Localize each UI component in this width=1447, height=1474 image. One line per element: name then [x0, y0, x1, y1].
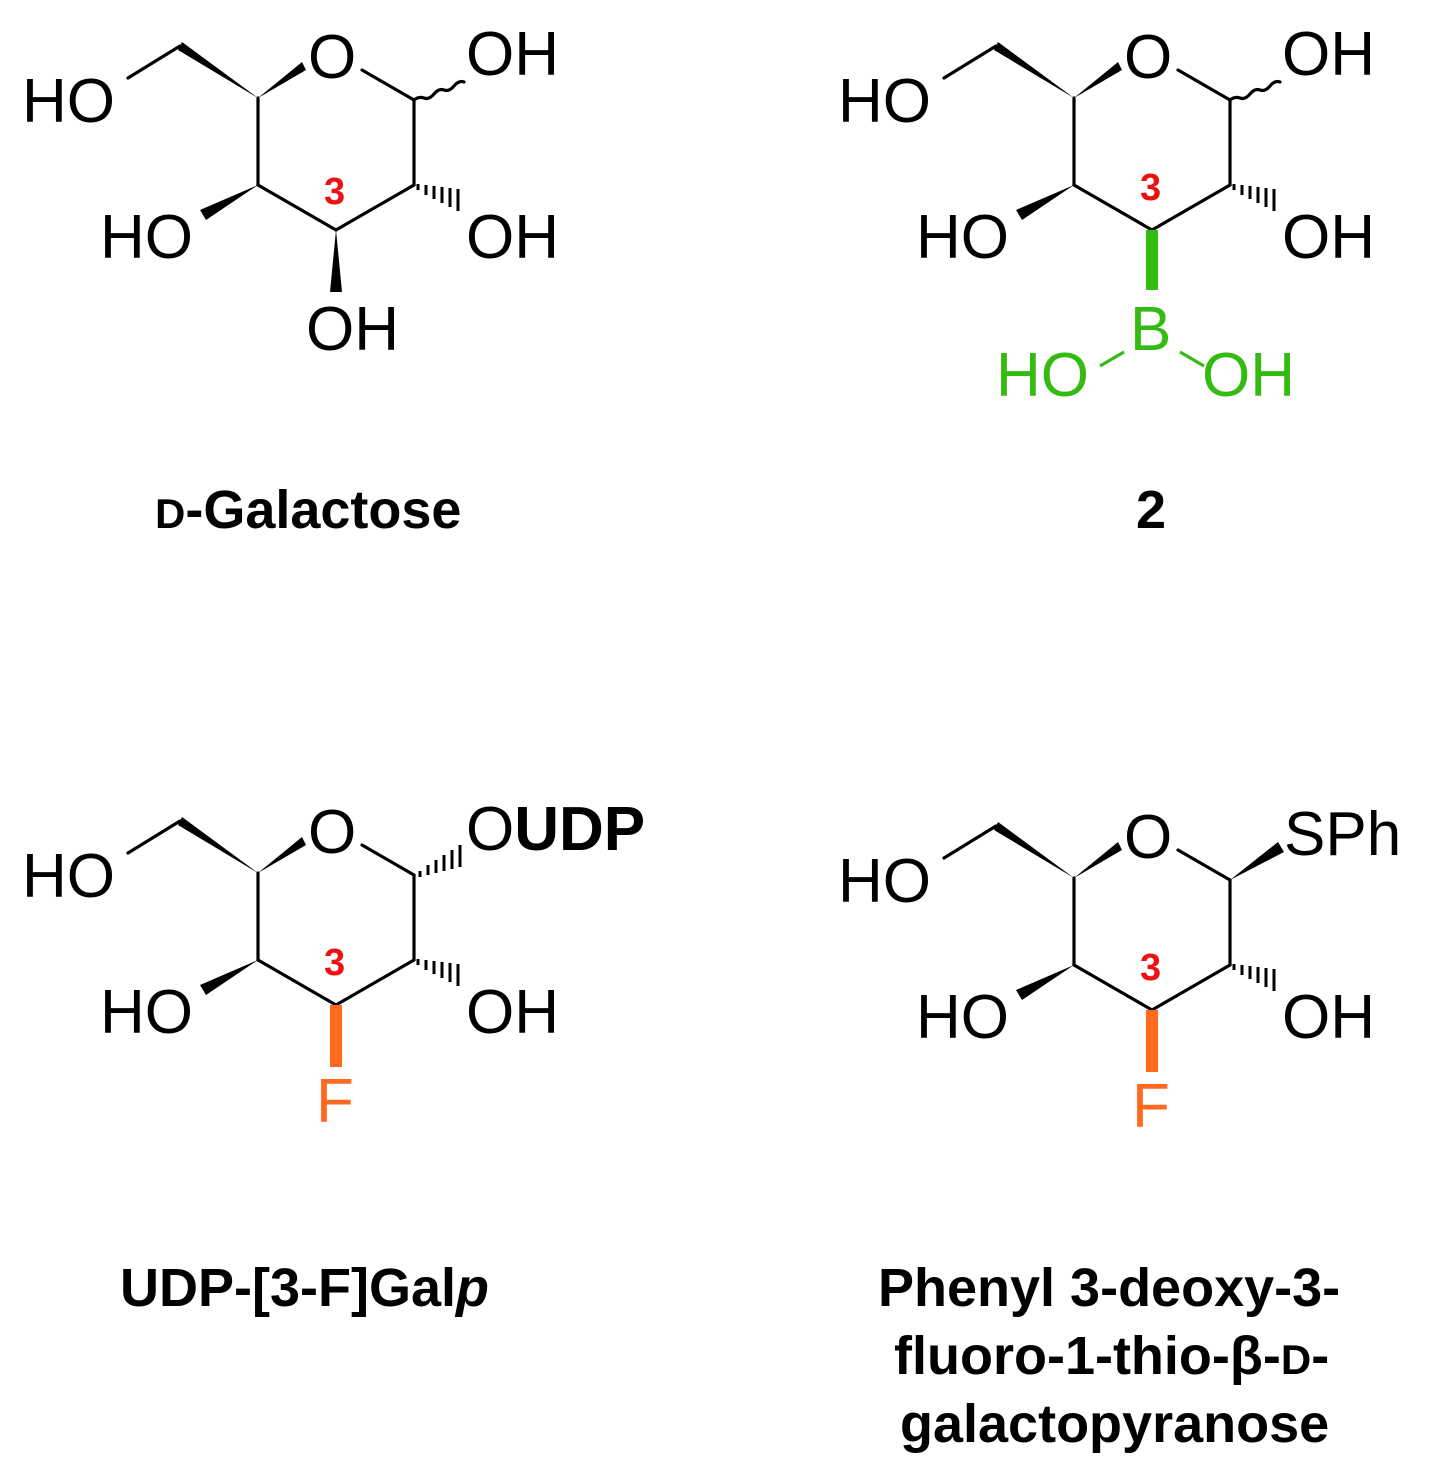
caption-line-2-end: -	[1311, 1326, 1329, 1386]
bond-o-c1	[1176, 68, 1232, 102]
bond-c3-c4	[256, 183, 338, 232]
atom-c6-ho: HO	[22, 842, 115, 911]
atom-boron-oh: OH	[1202, 341, 1295, 410]
caption-line-1: Phenyl 3-deoxy-3-	[878, 1258, 1340, 1318]
atom-boron: B	[1130, 295, 1171, 364]
structure-phenyl-thio-galactoside: O SPh HO HO OH F 3 Phenyl 3-deoxy-3- flu…	[838, 800, 1401, 1454]
wedge-c1-s	[1230, 842, 1284, 880]
wedge-c5-o	[1074, 62, 1122, 98]
atom-ring-o: O	[308, 798, 356, 867]
atom-c2-oh: OH	[1282, 983, 1375, 1052]
bond-c6-o	[126, 819, 182, 855]
atom-c6-ho: HO	[838, 67, 931, 136]
caption-line-2-d: D	[1281, 1336, 1311, 1383]
atom-c6-ho: HO	[838, 847, 931, 916]
atom-c2-oh: OH	[1282, 203, 1375, 272]
atom-c4-ho: HO	[100, 203, 193, 272]
position-3-label: 3	[324, 942, 345, 984]
caption-d-prefix: D	[155, 490, 185, 537]
bond-c6-o	[942, 824, 998, 860]
structure-2: O OH HO HO OH B HO OH 3 2	[838, 20, 1375, 540]
wedge-c3-oh	[330, 230, 342, 292]
caption-d-galactose: D-Galactose	[155, 480, 461, 540]
atom-c1-oh: OH	[1282, 20, 1375, 89]
wedge-c5-c6	[178, 42, 258, 98]
bond-b-oh-left	[1099, 350, 1125, 368]
wavy-bond-c1	[412, 79, 466, 102]
atom-ring-o: O	[308, 23, 356, 92]
bond-o-c1	[1176, 848, 1232, 882]
bond-o-c1	[360, 68, 416, 102]
bond-c2-c3	[334, 183, 416, 232]
bond-b-oh-right	[1179, 350, 1205, 368]
wedge-c5-o	[258, 837, 306, 873]
hash-c2-oh	[416, 184, 460, 211]
caption-udp-3f-galp: UDP-[3-F]Galp	[120, 1258, 489, 1318]
ring-bonds	[126, 42, 416, 232]
caption-main: UDP-[3-F]Gal	[120, 1258, 456, 1318]
wedge-c5-c6	[994, 42, 1074, 98]
position-3-label: 3	[324, 171, 345, 213]
caption-italic-p: p	[454, 1258, 489, 1318]
atom-c4-ho: HO	[100, 978, 193, 1047]
atom-sph: SPh	[1284, 800, 1401, 869]
bond-c2-c3	[1150, 963, 1232, 1012]
atom-c6-ho: HO	[22, 67, 115, 136]
bond-c2-c3	[334, 958, 416, 1007]
atom-ring-o: O	[1124, 803, 1172, 872]
atom-c4-ho: HO	[916, 983, 1009, 1052]
atom-c1-o: OUDP	[466, 795, 645, 864]
bond-c6-o	[126, 44, 182, 80]
wedge-c4-oh	[200, 185, 258, 220]
ring-bonds	[942, 822, 1232, 1012]
wedge-c5-o	[258, 62, 306, 98]
hash-c2-oh	[1232, 964, 1276, 991]
caption-phenyl-thio-galactoside: Phenyl 3-deoxy-3- fluoro-1-thio-β-D- gal…	[878, 1258, 1340, 1454]
ring-bonds	[942, 42, 1232, 232]
caption-line-2: fluoro-1-thio-β-D-	[894, 1326, 1329, 1386]
wedge-c5-o	[1074, 842, 1122, 878]
bond-o-c1	[360, 843, 416, 877]
position-3-label: 3	[1140, 947, 1161, 989]
atom-c1-o-letter: O	[466, 795, 514, 864]
wedge-c5-c6	[994, 822, 1074, 878]
wedge-c4-oh	[200, 960, 258, 995]
atom-c2-oh: OH	[466, 978, 559, 1047]
wedge-c5-c6	[178, 817, 258, 873]
wavy-bond-c1	[1228, 79, 1282, 102]
atom-ring-o: O	[1124, 23, 1172, 92]
bold-bond-c3-b	[1146, 230, 1158, 290]
atom-fluorine: F	[1132, 1072, 1170, 1141]
ring-bonds	[126, 817, 416, 1007]
atom-c1-oh: OH	[466, 20, 559, 89]
bond-c2-c3	[1150, 183, 1232, 232]
wedge-c4-oh	[1016, 965, 1074, 1000]
bond-c6-o	[942, 44, 998, 80]
hash-c2-oh	[1232, 184, 1276, 211]
caption-main: -Galactose	[185, 480, 461, 540]
position-3-label: 3	[1140, 167, 1161, 209]
hash-c2-oh	[416, 959, 460, 986]
wedge-c4-oh	[1016, 185, 1074, 220]
caption-2: 2	[1136, 480, 1166, 540]
bond-c3-c4	[1072, 963, 1154, 1012]
bond-c3-c4	[1072, 183, 1154, 232]
structure-d-galactose: O OH HO HO OH OH 3 D-Galactose	[22, 20, 559, 540]
bold-bond-c3-f	[330, 1005, 342, 1067]
bold-bond-c3-f	[1146, 1010, 1158, 1072]
atom-boron-ho: HO	[996, 341, 1089, 410]
atom-c2-oh: OH	[466, 203, 559, 272]
bond-c3-c4	[256, 958, 338, 1007]
atom-fluorine: F	[316, 1067, 354, 1136]
hash-c1-o	[418, 845, 462, 877]
atom-c3-oh: OH	[306, 295, 399, 364]
atom-c4-ho: HO	[916, 203, 1009, 272]
structure-udp-3f-galp: O OUDP HO HO OH F 3 UDP-[3-F]Galp	[22, 795, 645, 1318]
caption-line-2-main: fluoro-1-thio-β-	[894, 1326, 1281, 1386]
caption-line-3: galactopyranose	[900, 1394, 1329, 1454]
atom-udp: UDP	[514, 795, 645, 864]
